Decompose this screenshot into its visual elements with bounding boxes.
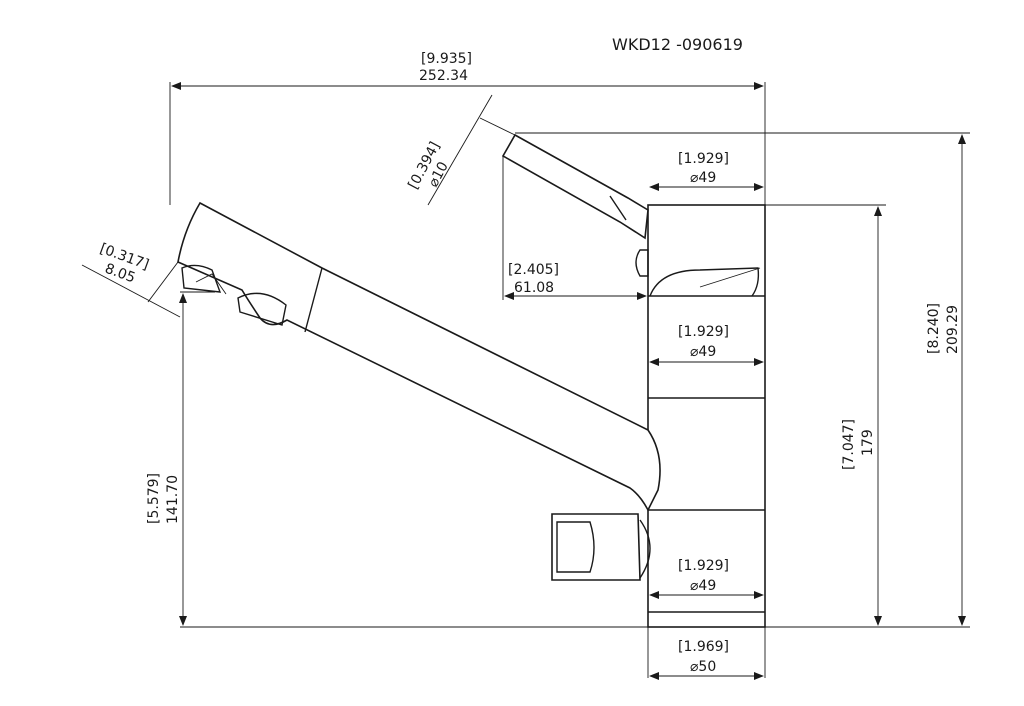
side-button (551, 513, 641, 581)
body-low-diameter-inch: [1.929] (678, 558, 729, 574)
drawing-id: WKD12 -090619 (612, 35, 743, 54)
spout (177, 201, 661, 512)
handle-offset-inch: [2.405] (508, 262, 559, 278)
dimension-labels: [9.935] 252.34 [1.929] ⌀49 [2.405] 61.08… (98, 51, 961, 675)
base-diameter-inch: [1.969] (678, 639, 729, 655)
overall-height-mm: 209.29 (945, 305, 961, 354)
overall-height-inch: [8.240] (926, 303, 942, 354)
handle-offset-mm: 61.08 (514, 280, 554, 296)
overall-width-mm: 252.34 (419, 68, 468, 84)
body-top-diameter-mm: ⌀49 (690, 170, 716, 186)
body-height-inch: [7.047] (841, 419, 857, 470)
faucet-body (647, 204, 766, 628)
spout-height-mm: 141.70 (165, 475, 181, 524)
body-mid-diameter-inch: [1.929] (678, 324, 729, 340)
overall-width-inch: [9.935] (421, 51, 472, 67)
dimension-lines (81, 82, 970, 680)
lever-handle (501, 133, 649, 240)
body-mid-diameter-mm: ⌀49 (690, 344, 716, 360)
body-height-mm: 179 (860, 429, 876, 456)
base-diameter-mm: ⌀50 (690, 659, 716, 675)
spout-height-inch: [5.579] (146, 473, 162, 524)
body-low-diameter-mm: ⌀49 (690, 578, 716, 594)
faucet-outline (177, 133, 766, 628)
body-top-diameter-inch: [1.929] (678, 151, 729, 167)
